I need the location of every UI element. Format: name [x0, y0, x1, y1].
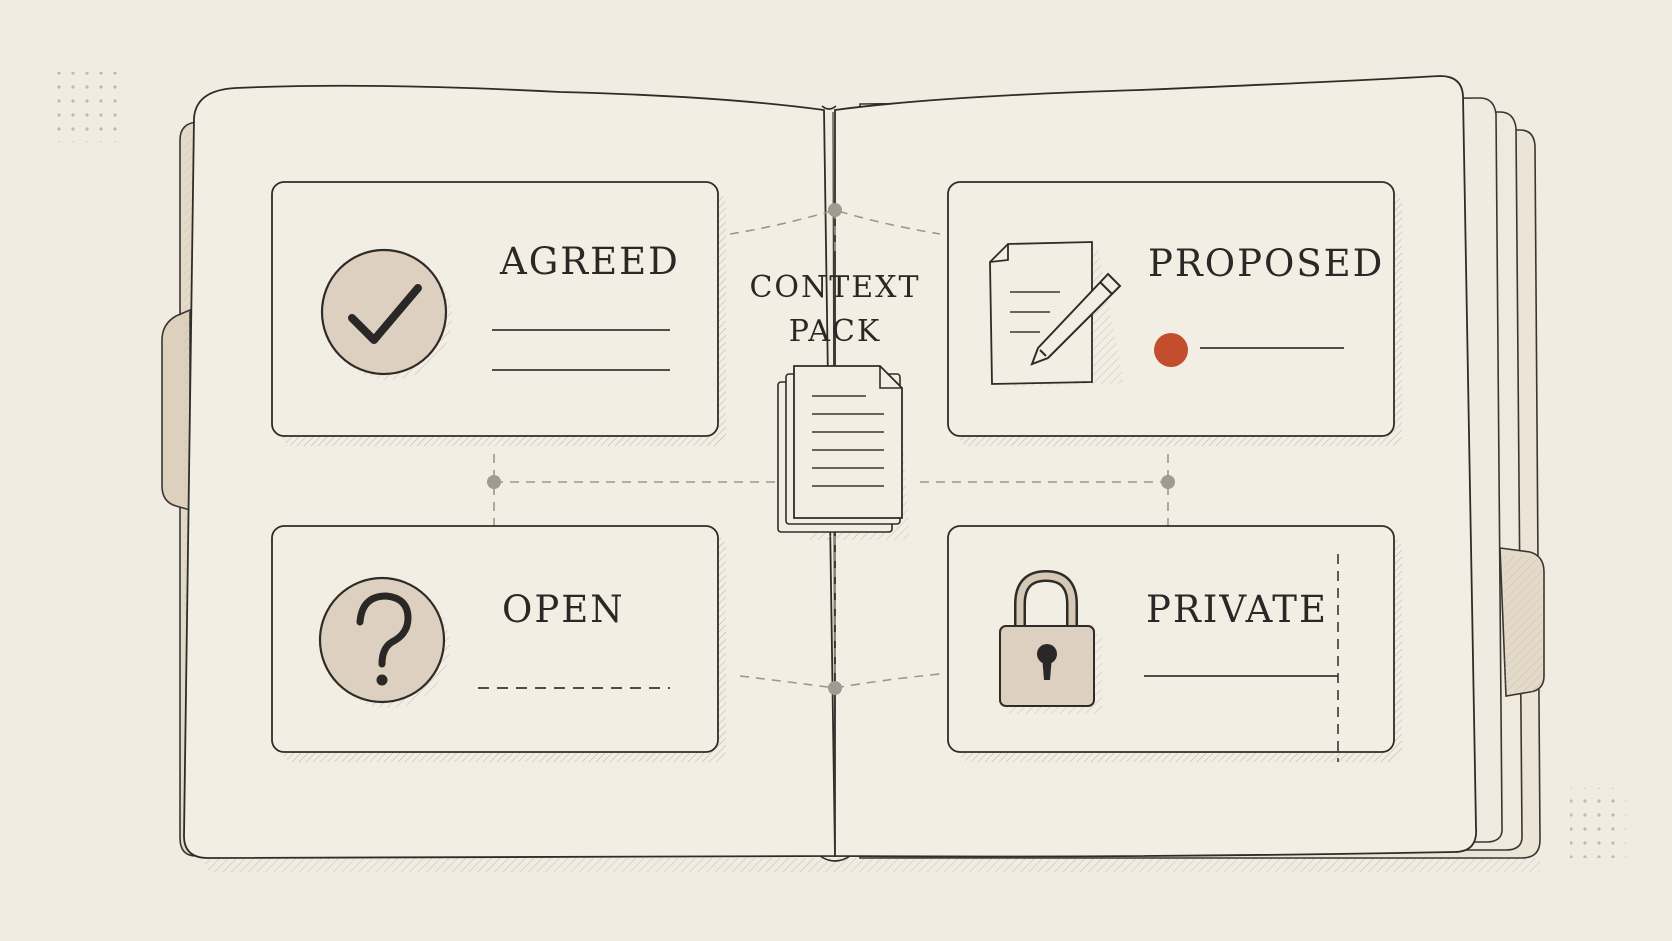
decorative-dot-grid: [56, 72, 126, 142]
checkmark-icon: [320, 248, 452, 380]
stacked-documents-icon: [777, 365, 910, 540]
center-title: CONTEXT PACK: [735, 266, 935, 354]
proposed-card: [947, 181, 1402, 446]
open-label: OPEN: [502, 588, 625, 631]
accent-dot: [1154, 333, 1188, 367]
open-card: [271, 525, 726, 762]
binder-shadow: [200, 858, 1540, 872]
private-card: [947, 525, 1402, 762]
connector-lines: [493, 209, 1169, 689]
decorative-dot-grid: [1570, 788, 1626, 858]
center-title-line2: PACK: [788, 314, 882, 349]
agreed-card: [271, 181, 726, 446]
agreed-label: AGREED: [500, 240, 680, 283]
private-label: PRIVATE: [1146, 588, 1328, 631]
connector-nodes: [487, 203, 1175, 695]
center-title-line1: CONTEXT: [749, 270, 921, 305]
document-pencil-icon: [989, 241, 1124, 386]
padlock-icon: [999, 569, 1102, 714]
question-mark-icon: [318, 576, 450, 708]
proposed-label: PROPOSED: [1148, 242, 1385, 285]
